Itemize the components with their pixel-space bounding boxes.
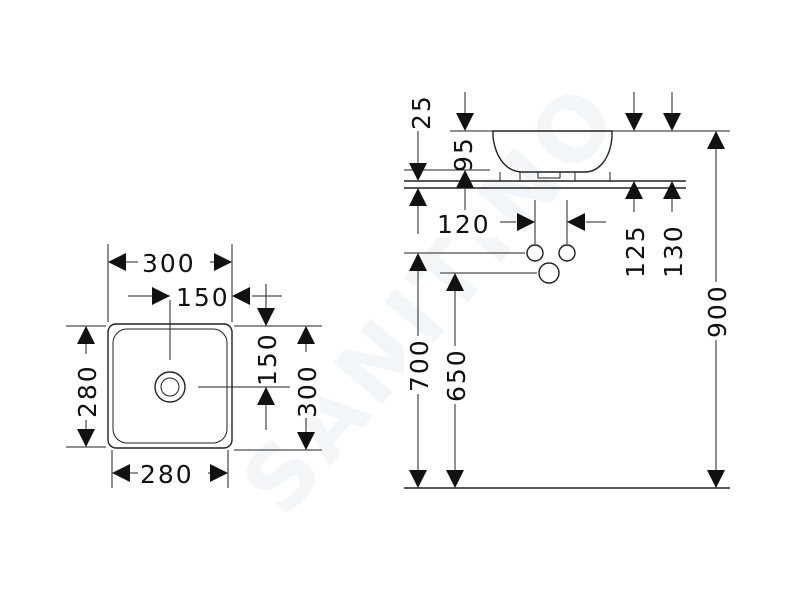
dim-width-outer: 300 <box>142 249 196 278</box>
dim-drain-offset-x: 150 <box>176 283 230 312</box>
drain-inner <box>160 377 180 397</box>
dim-arrow <box>297 326 315 344</box>
dim-floor-to-lower-outlet: 650 <box>442 348 471 402</box>
dim-arrow <box>446 470 464 488</box>
dim-arrow <box>567 213 585 231</box>
watermark: SANITINO <box>222 64 640 534</box>
dim-depth-left: 280 <box>73 364 102 418</box>
label-bg <box>436 210 496 238</box>
dim-arrow <box>152 287 170 305</box>
label-bg <box>702 282 730 340</box>
dim-arrow <box>214 253 232 271</box>
label-bg <box>292 352 320 418</box>
dim-arrow <box>232 287 250 305</box>
dim-depth-right: 300 <box>293 364 322 418</box>
dim-rim-thickness: 25 <box>407 94 436 130</box>
dim-floor-to-upper-outlet: 700 <box>405 338 434 392</box>
dim-arrow <box>456 113 474 131</box>
water-outlet-left <box>526 244 544 262</box>
dim-arrow <box>409 163 427 181</box>
waste-outlet <box>538 262 560 284</box>
dim-rim-to-waste-2: 130 <box>659 224 688 278</box>
label-bg <box>404 336 432 394</box>
basin-side-profile <box>492 130 613 173</box>
dim-width-inner: 280 <box>140 460 194 489</box>
water-outlet-right <box>558 244 576 262</box>
dim-floor-to-top: 900 <box>703 284 732 338</box>
dim-arrow <box>77 429 95 447</box>
dim-arrow <box>663 113 681 131</box>
dim-rim-to-waste-1: 125 <box>621 224 650 278</box>
plan-view: 300 150 280 150 300 280 <box>66 244 322 489</box>
dim-arrow <box>112 464 130 482</box>
dim-waste-spacing: 120 <box>437 210 491 239</box>
dim-arrow <box>409 188 427 206</box>
dim-basin-height: 95 <box>449 136 478 172</box>
label-bg <box>138 460 208 488</box>
waste-valve <box>537 172 561 179</box>
dim-arrow <box>77 326 95 344</box>
dim-drain-offset-y: 150 <box>253 332 282 386</box>
dim-arrow <box>409 470 427 488</box>
label-bg <box>138 248 210 276</box>
label-bg <box>72 354 100 420</box>
dim-arrow <box>707 131 725 149</box>
dim-arrow <box>257 387 275 405</box>
dim-arrow <box>257 308 275 326</box>
label-bg <box>441 346 469 404</box>
side-view: 25 95 120 125 130 900 <box>404 92 732 489</box>
dim-arrow <box>663 181 681 199</box>
dim-arrow <box>625 181 643 199</box>
dim-arrow <box>108 253 126 271</box>
dim-arrow <box>707 470 725 488</box>
drain-outer <box>154 371 186 403</box>
